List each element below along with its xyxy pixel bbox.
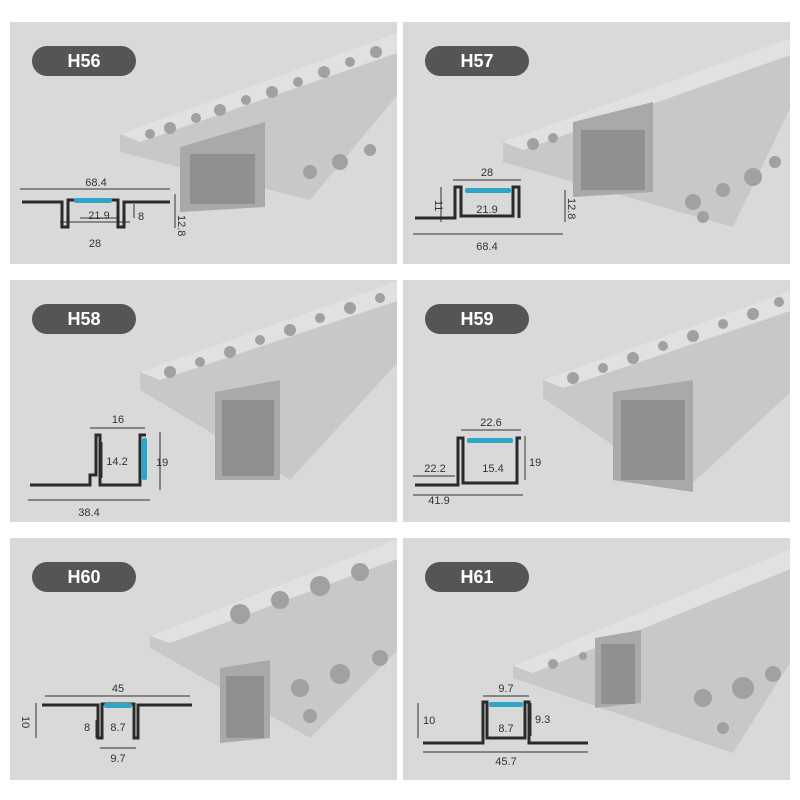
h58-dim-inner: 14.2 — [106, 456, 127, 468]
panel-h58: 16 14.2 19 38.4 H58 — [10, 280, 397, 522]
h56-illustration: 68.4 21.9 8 12.8 28 — [20, 33, 397, 250]
h56-dim-height: 12.8 — [175, 215, 187, 236]
h57-dim-bottom: 68.4 — [476, 241, 497, 253]
h57-dim-top: 28 — [481, 167, 493, 179]
h56-dim-top: 68.4 — [85, 177, 106, 189]
h58-dim-bottom: 38.4 — [78, 507, 99, 519]
h60-dim-top: 45 — [112, 683, 124, 695]
h59-illustration: 22.6 22.2 15.4 19 41.9 — [413, 291, 790, 507]
model-badge-h59: H59 — [425, 304, 529, 334]
led-strip — [489, 702, 523, 707]
h61-dim-top: 9.7 — [498, 683, 513, 695]
h61-dim-bottom: 45.7 — [495, 756, 516, 768]
panel-h57: 28 11 21.9 12.8 68.4 H57 — [403, 22, 790, 264]
h60-dim-depth: 8 — [84, 722, 90, 734]
h57-profile-section — [415, 185, 521, 220]
h57-dimension-lines — [413, 179, 566, 235]
h57-illustration: 28 11 21.9 12.8 68.4 — [413, 38, 790, 253]
h60-illustration: 45 10 8 8.7 9.7 — [19, 539, 397, 765]
panel-h61: 9.7 10 8.7 9.3 45.7 H61 — [403, 538, 790, 780]
h61-dimension-lines — [417, 695, 588, 753]
h61-illustration: 9.7 10 8.7 9.3 45.7 — [417, 549, 790, 768]
h59-dim-top: 22.6 — [480, 417, 501, 429]
h58-dim-top: 16 — [112, 414, 124, 426]
model-badge-h57: H57 — [425, 46, 529, 76]
h56-dim-inner: 21.9 — [88, 210, 109, 222]
h56-dim-depth: 8 — [138, 211, 144, 223]
perforations — [567, 297, 784, 384]
h59-dim-inner: 15.4 — [482, 463, 503, 475]
h60-dim-bottom: 9.7 — [110, 753, 125, 765]
perforations — [527, 133, 781, 223]
model-badge-h58: H58 — [32, 304, 136, 334]
panel-h59: 22.6 22.2 15.4 19 41.9 H59 — [403, 280, 790, 522]
h61-profile-section — [423, 700, 588, 745]
h59-dim-bottom: 41.9 — [428, 495, 449, 507]
h57-dim-height: 12.8 — [565, 198, 577, 219]
h57-dim-side: 11 — [432, 200, 444, 211]
h58-dim-height: 19 — [156, 457, 168, 469]
h59-dim-left: 22.2 — [424, 463, 445, 475]
h57-dim-inner: 21.9 — [476, 204, 497, 216]
h56-dim-bottom: 28 — [89, 238, 101, 250]
h60-dim-inner: 8.7 — [110, 722, 125, 734]
led-strip — [467, 438, 513, 443]
perforations — [164, 293, 385, 378]
perforations — [145, 46, 382, 179]
h61-dim-inner: 8.7 — [498, 723, 513, 735]
model-badge-h56: H56 — [32, 46, 136, 76]
panel-h56: 68.4 21.9 8 12.8 28 H56 — [10, 22, 397, 264]
perforations — [230, 563, 388, 723]
h58-profile-section — [30, 433, 146, 487]
perforations — [548, 652, 781, 734]
h59-dim-height: 19 — [529, 457, 541, 469]
h58-illustration: 16 14.2 19 38.4 — [28, 281, 397, 519]
led-strip — [104, 703, 132, 708]
led-strip — [142, 438, 147, 480]
h61-dim-height: 9.3 — [535, 714, 550, 726]
led-strip — [465, 188, 511, 193]
panel-h60: 45 10 8 8.7 9.7 H60 — [10, 538, 397, 780]
h60-dim-side: 10 — [19, 716, 31, 728]
h58-dimension-lines — [28, 427, 161, 501]
h61-dim-side: 10 — [423, 715, 435, 727]
model-badge-h61: H61 — [425, 562, 529, 592]
h59-profile-section — [415, 436, 521, 487]
h59-dimension-lines — [413, 429, 526, 496]
led-strip — [74, 198, 112, 203]
h60-dimension-lines — [35, 695, 190, 749]
h56-dimension-lines — [20, 188, 176, 228]
model-badge-h60: H60 — [32, 562, 136, 592]
